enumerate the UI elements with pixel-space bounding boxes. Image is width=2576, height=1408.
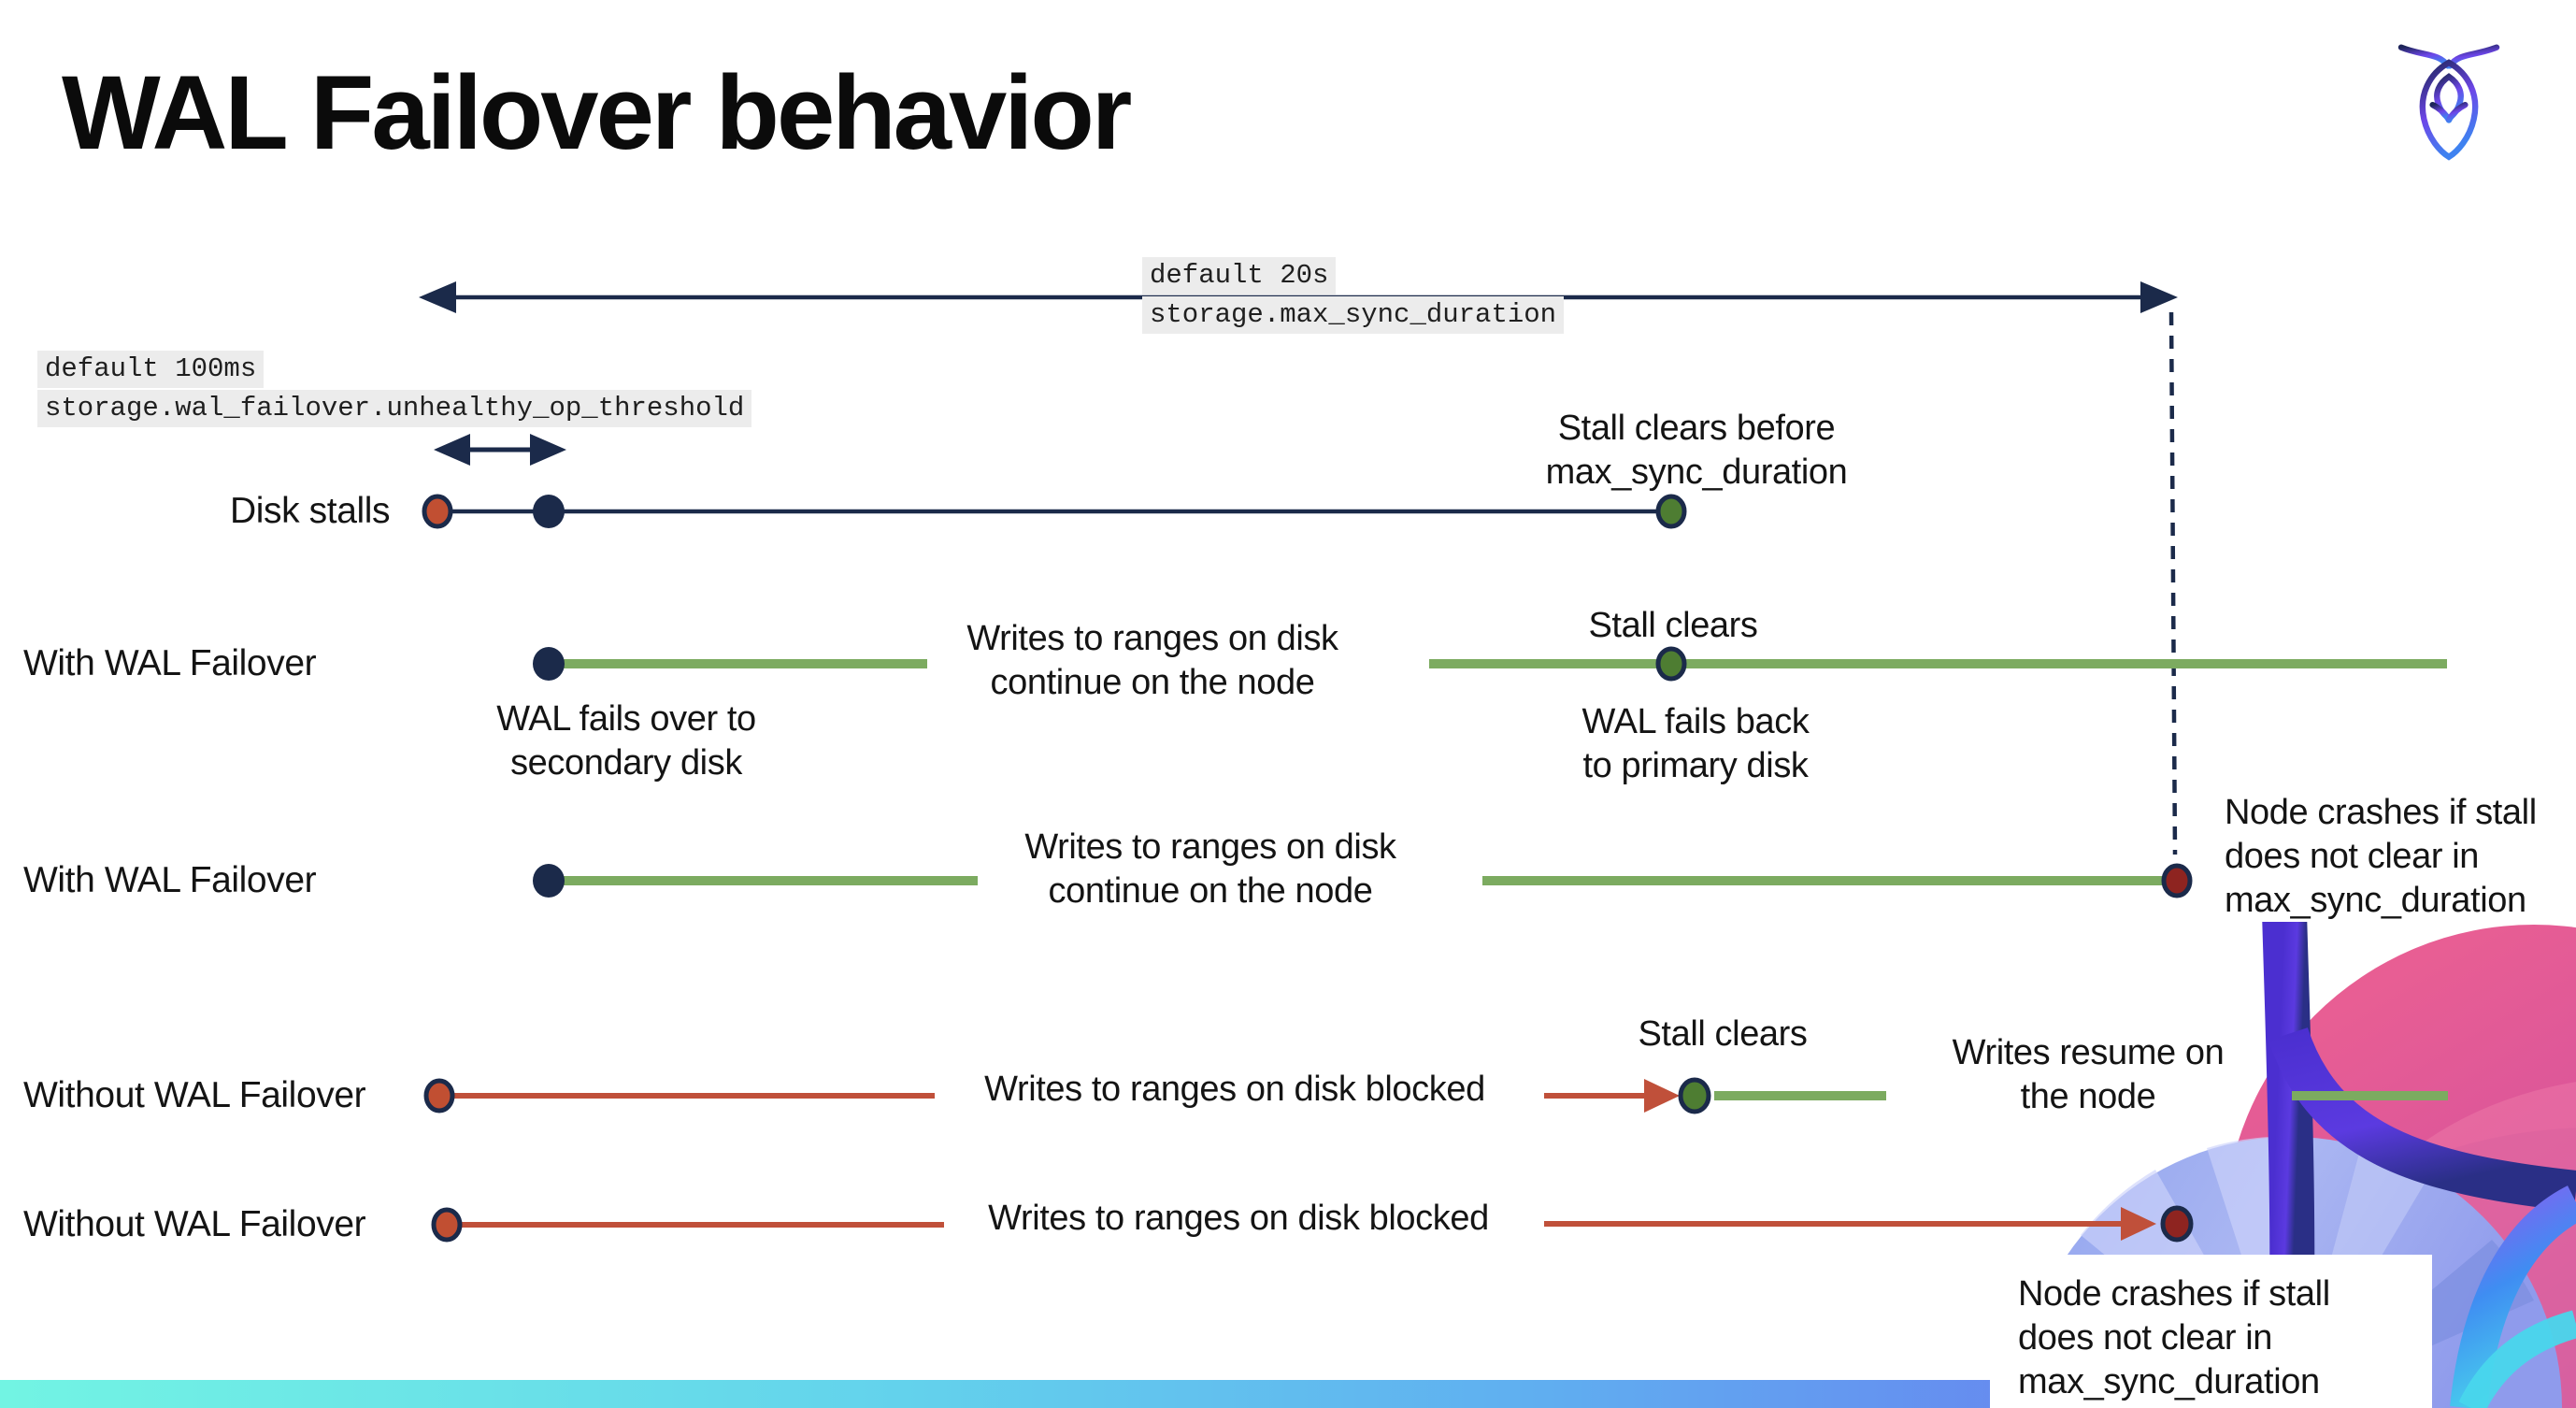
stall-clears-dot: [1678, 1077, 1711, 1114]
failover-dot: [533, 864, 565, 898]
row-label-with-wal-failover-2: With WAL Failover: [23, 860, 317, 900]
node-crashes-label-1: Node crashes if stall does not clear in …: [2225, 793, 2537, 920]
row-label-with-wal-failover-1: With WAL Failover: [23, 643, 317, 683]
max-sync-setting-label: storage.max_sync_duration: [1142, 296, 1565, 334]
row-disk-stalls-track: [422, 494, 1687, 529]
wal-fails-over-label: WAL fails over to secondary disk: [496, 699, 756, 783]
row-no-failover-crash-track: [431, 1205, 2194, 1243]
row-no-failover-clears-track: [423, 1077, 2448, 1114]
stall-start-dot: [431, 1207, 463, 1243]
stall-clears-label-2: Stall clears: [1638, 1014, 1808, 1054]
wal-fails-back-label: WAL fails back to primary disk: [1581, 702, 1810, 785]
node-crash-dot: [2160, 1205, 2194, 1243]
unhealthy-op-default-label: default 100ms: [37, 351, 265, 388]
row-label-without-wal-failover-2: Without WAL Failover: [23, 1204, 366, 1244]
node-crash-dot: [2161, 863, 2193, 898]
stall-clears-before-label: Stall clears before max_sync_duration: [1545, 409, 1848, 492]
row-failover-crash-track: [533, 863, 2193, 898]
node-crashes-label-2: Node crashes if stall does not clear in …: [2018, 1274, 2330, 1401]
threshold-dot: [533, 495, 565, 528]
max-sync-dashed-guide: [2168, 311, 2178, 855]
stall-start-dot: [423, 1078, 455, 1113]
row-label-disk-stalls: Disk stalls: [230, 491, 391, 531]
stall-clears-dot: [1655, 494, 1687, 529]
cockroach-logo-icon: [2397, 44, 2500, 161]
writes-continue-label-2: Writes to ranges on disk continue on the…: [1024, 827, 1396, 911]
stall-start-dot: [422, 494, 453, 529]
writes-blocked-label-1: Writes to ranges on disk blocked: [984, 1070, 1485, 1109]
max-sync-default-label: default 20s: [1142, 257, 1337, 295]
unhealthy-op-threshold-arrow: [434, 434, 566, 466]
writes-resume-label: Writes resume on the node: [1952, 1033, 2225, 1116]
failover-dot: [533, 647, 565, 681]
writes-blocked-label-2: Writes to ranges on disk blocked: [988, 1199, 1489, 1238]
writes-continue-label-1: Writes to ranges on disk continue on the…: [966, 619, 1338, 702]
stall-clears-label-1: Stall clears: [1588, 606, 1758, 645]
row-label-without-wal-failover-1: Without WAL Failover: [23, 1075, 366, 1115]
unhealthy-op-setting-label: storage.wal_failover.unhealthy_op_thresh…: [37, 390, 752, 427]
crash-caption-box: [1990, 1255, 2432, 1408]
stall-clears-dot: [1655, 646, 1687, 682]
row-failover-clears-track: [533, 646, 2447, 682]
page-title: WAL Failover behavior: [62, 54, 1132, 171]
